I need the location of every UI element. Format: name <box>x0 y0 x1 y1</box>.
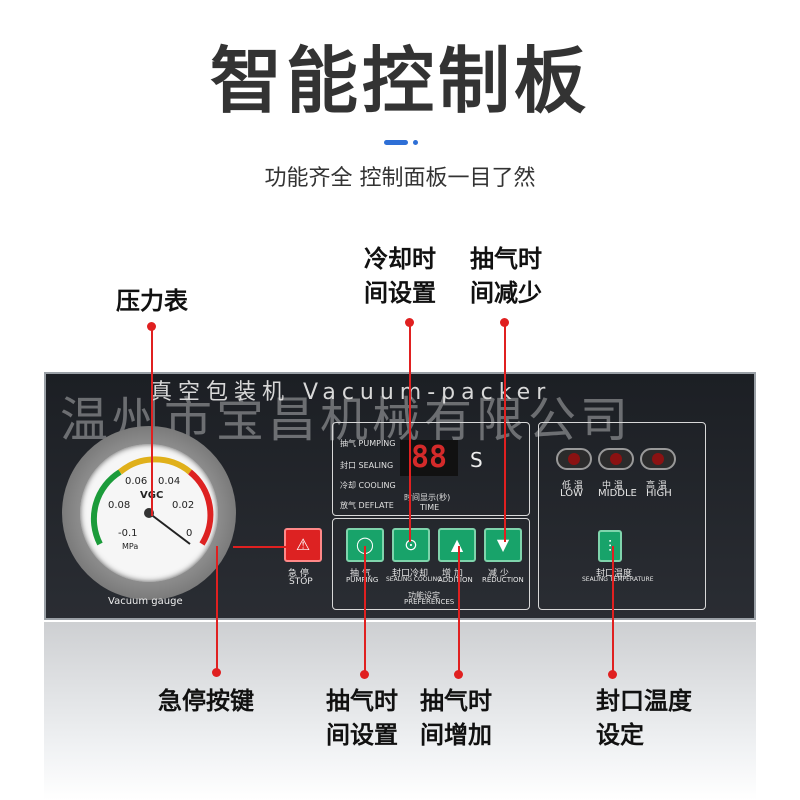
callout-pin <box>500 318 509 327</box>
temp-low-cn: 低 温 <box>562 481 583 491</box>
gauge-tick: 0.04 <box>158 476 181 487</box>
seal-temp-button[interactable]: ⫶ <box>598 530 622 562</box>
low-temp-led <box>556 448 592 470</box>
callout-pin <box>454 670 463 679</box>
callout-line-pump-add <box>458 546 460 672</box>
time-label-en: TIME <box>420 503 440 512</box>
callout-line-pump-set <box>364 546 366 672</box>
callout-line: 抽气时 <box>326 687 398 715</box>
btn-label-en: REDUCTION <box>482 576 524 584</box>
gauge-unit: MPa <box>122 542 139 551</box>
callout-pump-add: 抽气时 间增加 <box>420 684 492 752</box>
callout-line-gauge <box>151 326 153 516</box>
status-pumping: 抽气 PUMPING <box>340 439 396 448</box>
callout-seal-temp: 封口温度 设定 <box>596 684 692 752</box>
gauge-tick: 0.08 <box>108 500 131 511</box>
function-label-en: PREFERENCES <box>404 598 455 606</box>
time-box <box>332 422 530 516</box>
cycle-icon: ◯ <box>356 535 374 554</box>
callout-line: 间设置 <box>364 279 436 307</box>
callout-pin <box>405 318 414 327</box>
panel-title: 真空包装机 Vacuum-packer <box>150 380 552 405</box>
heater-icon: ⫶ <box>607 537 612 556</box>
function-box <box>332 518 530 610</box>
high-temp-led <box>640 448 676 470</box>
gauge-tick: 0 <box>186 528 193 539</box>
callout-line-reduce <box>504 322 506 542</box>
panel-reflection <box>44 622 756 800</box>
callout-line-seal-temp <box>612 546 614 672</box>
function-label-cn: 功能设定 <box>408 591 440 600</box>
temp-low-en: LOW <box>560 488 583 499</box>
reduction-button[interactable]: ▼ <box>484 528 522 562</box>
gauge-caption: Vacuum gauge <box>108 596 183 607</box>
callout-line: 间减少 <box>470 279 542 307</box>
middle-temp-led <box>598 448 634 470</box>
callout-line: 抽气时 <box>470 245 542 273</box>
btn-label-cn: 抽 气 <box>350 569 371 579</box>
addition-button[interactable]: ▲ <box>438 528 476 562</box>
callout-pin <box>608 670 617 679</box>
temp-high-en: HIGH <box>646 488 672 499</box>
gauge-face <box>80 444 218 582</box>
callout-cooling-time: 冷却时 间设置 <box>364 242 436 310</box>
gauge-dial-icon <box>90 456 214 546</box>
callout-line-cooling <box>409 322 411 542</box>
seal-temp-cn: 封口温度 <box>596 569 633 579</box>
page-subtitle: 功能齐全 控制面板一目了然 <box>264 166 536 191</box>
stop-label-en: STOP <box>289 577 313 587</box>
callout-line-stop <box>216 546 218 670</box>
callout-pressure-gauge: 压力表 <box>116 287 188 315</box>
stop-label-cn: 急 停 <box>288 569 309 579</box>
callout-pump-set: 抽气时 间设置 <box>326 684 398 752</box>
callout-line-stop-h <box>233 546 293 548</box>
down-triangle-icon: ▼ <box>496 535 510 554</box>
status-sealing: 封口 SEALING <box>340 461 394 470</box>
callout-line: 抽气时 <box>420 687 492 715</box>
accent-dot <box>413 140 418 145</box>
btn-label-en: ADDITION <box>438 576 473 584</box>
callout-pin <box>212 668 221 677</box>
temperature-box <box>538 422 706 610</box>
status-cooling: 冷却 COOLING <box>340 481 396 490</box>
btn-label-en: SEALING COOLING <box>386 576 442 583</box>
status-deflate: 放气 DEFLATE <box>340 501 394 510</box>
sealing-cooling-button[interactable]: ⊙ <box>392 528 430 562</box>
gauge-tick: -0.1 <box>118 528 138 539</box>
callout-emergency-stop: 急停按键 <box>158 687 254 715</box>
gauge-tick: 0.06 <box>125 476 148 487</box>
time-unit: S <box>470 448 483 472</box>
seal-temp-en: SEALING TEMPERATURE <box>582 576 654 583</box>
callout-line: 封口温度 <box>596 687 692 715</box>
callout-line: 设定 <box>596 721 644 749</box>
page-title: 智能控制板 <box>209 39 590 123</box>
accent-dash <box>384 140 408 145</box>
warning-icon: ⚠ <box>295 535 311 554</box>
btn-label-cn: 封口冷却 <box>392 569 429 579</box>
gauge-tick: 0.02 <box>172 500 195 511</box>
callout-line: 间设置 <box>326 721 398 749</box>
emergency-stop-button[interactable]: ⚠ <box>284 528 322 562</box>
btn-label-en: PUMPING <box>346 576 379 584</box>
time-label-cn: 时间显示(秒) <box>404 493 451 502</box>
btn-label-cn: 减 少 <box>488 569 509 579</box>
callout-pin <box>147 322 156 331</box>
temp-middle-cn: 中 温 <box>602 481 623 491</box>
seal-icon: ⊙ <box>404 535 418 554</box>
up-triangle-icon: ▲ <box>450 535 464 554</box>
callout-pin <box>360 670 369 679</box>
temp-high-cn: 高 温 <box>646 481 667 491</box>
callout-line: 冷却时 <box>364 245 436 273</box>
temp-middle-en: MIDDLE <box>598 488 637 499</box>
callout-pump-reduce: 抽气时 间减少 <box>470 242 542 310</box>
callout-line: 间增加 <box>420 721 492 749</box>
btn-label-cn: 增 加 <box>442 569 463 579</box>
